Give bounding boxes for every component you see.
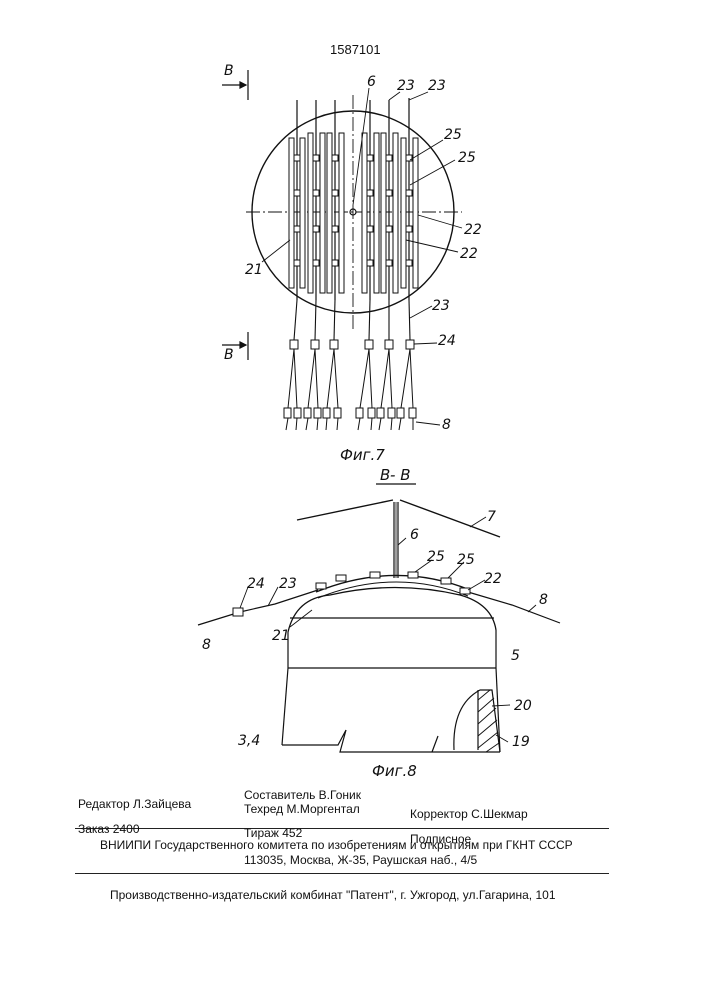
fig8-label-8-left: 8: [202, 637, 211, 653]
order: Заказ 2400: [78, 822, 140, 836]
fig8-label-21: 21: [272, 628, 290, 644]
imprint-rule-bottom: [75, 873, 609, 874]
fig8-label-8-right: 8: [539, 592, 548, 608]
fig8-label-25b: 25: [457, 552, 475, 568]
fig8-label-5: 5: [511, 648, 520, 664]
editor: Редактор Л.Зайцева: [78, 797, 191, 811]
corrector: Корректор С.Шекмар: [410, 807, 528, 821]
fig8-label-3-4: 3,4: [238, 733, 260, 749]
institution: ВНИИПИ Государственного комитета по изоб…: [100, 838, 573, 852]
imprint-rule-top: [75, 828, 609, 829]
fig8-label-23: 23: [279, 576, 297, 592]
compiler: Составитель В.Гоник: [244, 788, 361, 802]
fig8-label-22: 22: [484, 571, 502, 587]
fig8-label-24: 24: [247, 576, 265, 592]
figure-8-drawing: [0, 0, 707, 790]
fig8-label-6: 6: [410, 527, 419, 543]
publisher: Производственно-издательский комбинат "П…: [110, 888, 556, 902]
fig8-section-title: B- B: [380, 466, 411, 484]
figure-8: B- B 7 6 25 25 22 24 23 8 8 21 5 20 19 3…: [0, 0, 707, 790]
fig8-label-19: 19: [512, 734, 530, 750]
fig8-label-7: 7: [487, 509, 496, 525]
fig8-caption: Фиг.8: [372, 762, 417, 780]
techred: Техред М.Моргентал: [244, 802, 360, 816]
fig8-label-20: 20: [514, 698, 532, 714]
fig8-label-25a: 25: [427, 549, 445, 565]
address: 113035, Москва, Ж-35, Раушская наб., 4/5: [244, 853, 477, 867]
